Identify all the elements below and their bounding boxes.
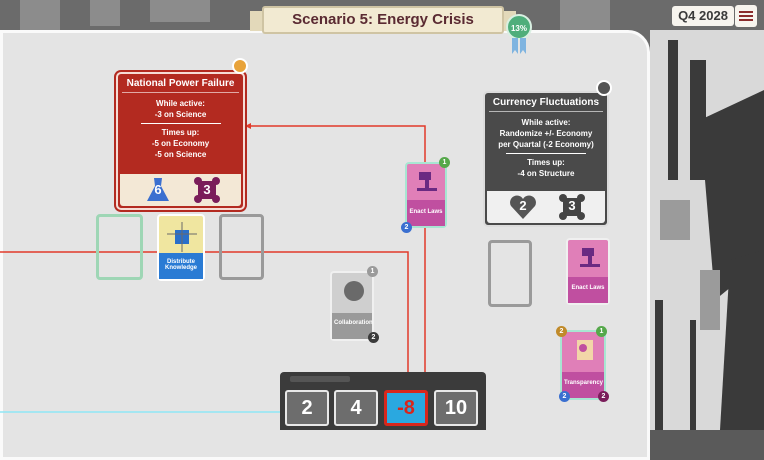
cost-heart-value: 2 — [519, 198, 527, 213]
heart-icon — [510, 195, 536, 219]
network-icon — [559, 194, 585, 220]
card-badge: 1 — [439, 157, 450, 168]
times-up-effect: -5 on Science — [154, 150, 207, 159]
timer-icon — [232, 58, 248, 74]
timer-icon — [596, 80, 612, 96]
event-cost-panel: 2 3 — [487, 191, 605, 223]
event-title: National Power Failure — [126, 78, 235, 89]
while-active-heading: While active: — [156, 99, 205, 108]
gavel-icon — [417, 172, 437, 191]
card-distribute-knowledge[interactable]: Distribute Knowledge — [157, 214, 205, 281]
stat-value[interactable]: 10 — [434, 390, 478, 426]
card-badge: 2 — [556, 326, 567, 337]
card-label: Collaboration — [334, 320, 373, 326]
circuit-icon — [167, 222, 197, 252]
event-card-currency-fluctuations[interactable]: Currency Fluctuations While active: Rand… — [483, 91, 609, 227]
gavel-icon — [580, 248, 600, 267]
scenario-title: Scenario 5: Energy Crisis — [262, 6, 504, 34]
card-badge: 2 — [401, 222, 412, 233]
network-icon — [194, 177, 220, 203]
active-effect: per Quartal (-2 Economy) — [498, 140, 594, 149]
cost-network-value: 3 — [203, 182, 211, 197]
ribbon-icon — [512, 38, 526, 54]
card-enact-laws[interactable]: Enact Laws — [405, 162, 447, 228]
event-cost-panel: 6 3 — [120, 174, 241, 206]
stat-value[interactable]: 2 — [285, 390, 329, 426]
card-label: Transparency — [564, 380, 604, 386]
times-up-effect: -5 on Economy — [151, 139, 210, 148]
times-up-heading: Times up: — [527, 158, 565, 167]
event-title: Currency Fluctuations — [492, 97, 600, 108]
progress-badge: 13% — [506, 14, 532, 40]
card-label: Enact Laws — [409, 209, 443, 215]
times-up-effect: -4 on Structure — [517, 169, 575, 178]
menu-button[interactable] — [735, 5, 757, 27]
stat-value[interactable]: 4 — [334, 390, 378, 426]
while-active-heading: While active: — [521, 118, 571, 127]
card-badge: 2 — [559, 391, 570, 402]
quarter-display: Q4 2028 — [672, 6, 734, 26]
card-label: Enact Laws — [571, 285, 605, 291]
card-badge: 1 — [596, 326, 607, 337]
cost-science-value: 6 — [154, 182, 162, 197]
card-badge: 2 — [598, 391, 609, 402]
card-transparency[interactable]: Transparency — [560, 330, 606, 400]
times-up-heading: Times up: — [161, 128, 200, 137]
card-badge: 2 — [368, 332, 379, 343]
card-slot-empty[interactable] — [219, 214, 264, 280]
card-label: Distribute Knowledge — [164, 259, 197, 271]
card-badge: 1 — [367, 266, 378, 277]
document-icon — [577, 340, 593, 360]
active-effect: Randomize +/- Economy — [499, 129, 593, 138]
card-enact-laws[interactable]: Enact Laws — [566, 238, 610, 305]
cost-network-value: 3 — [568, 198, 576, 213]
event-card-national-power-failure[interactable]: National Power Failure While active: -3 … — [116, 72, 245, 210]
tray-bar — [290, 376, 350, 382]
card-slot-empty[interactable] — [488, 240, 532, 307]
card-collaboration[interactable]: Collaboration — [330, 271, 374, 341]
hands-icon — [344, 281, 364, 301]
science-flask-icon — [147, 178, 169, 201]
stat-value-highlighted[interactable]: -8 — [384, 390, 428, 426]
active-effect: -3 on Science — [154, 110, 207, 119]
card-slot-empty[interactable] — [96, 214, 143, 280]
